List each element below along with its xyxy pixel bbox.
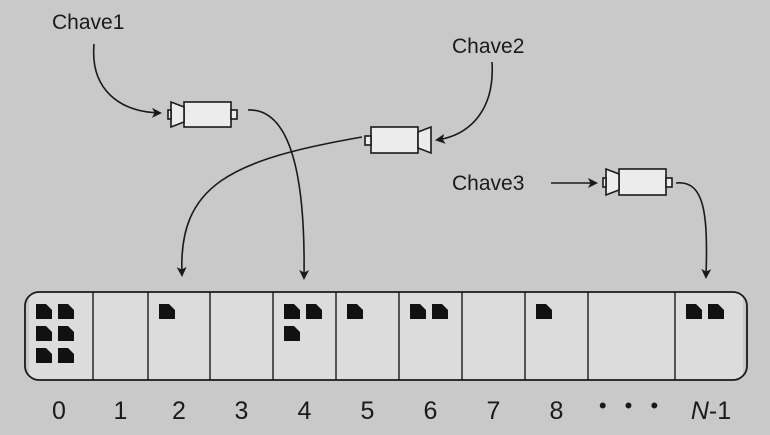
bucket-slot-5 [335,292,399,380]
bucket-array-outline [24,291,748,381]
bucket-index-0: 0 [52,397,66,425]
bucket-index-3: 3 [235,397,249,425]
bucket-slot-8 [524,292,588,380]
document-icon [36,326,52,341]
document-icon [410,304,426,319]
bucket-array [29,292,743,380]
bucket-index-8: 8 [550,397,564,425]
arrow-camera2-to-bucket-2 [176,136,363,277]
document-icon [708,304,724,319]
document-icon [159,304,175,319]
bucket-index-1: 1 [114,397,128,425]
bucket-slot-7 [461,292,525,380]
bucket-index-4: 4 [298,397,312,425]
bucket-index-2: 2 [172,397,186,425]
ellipsis: • • • [599,393,664,418]
bucket-slot-4 [272,292,336,380]
bucket-slot-10 [674,292,743,380]
arrow-chave1-to-camera [92,43,162,118]
bucket-index-labels: 0 1 2 3 4 5 6 7 8 • • • N-1 [52,393,731,425]
bucket-slot-9 [587,292,675,380]
arrow-camera1-to-bucket-4 [247,109,310,280]
document-icon [36,348,52,363]
document-icon [536,304,552,319]
bucket-slot-3 [209,292,273,380]
bucket-slot-1 [92,292,148,380]
key-label-chave1: Chave1 [52,11,124,34]
document-icon [686,304,702,319]
document-icon [36,304,52,319]
key-label-chave2: Chave2 [452,35,524,58]
document-icon [347,304,363,319]
bucket-slot-0 [29,293,93,379]
bucket-slot-6 [398,292,462,380]
bucket-index-7: 7 [487,397,501,425]
document-icon [284,304,300,319]
document-icon [432,304,448,319]
arrow-chave2-to-camera [435,61,493,144]
key-label-chave3: Chave3 [452,172,524,195]
bucket-index-6: 6 [424,397,438,425]
document-icon [58,326,74,341]
document-icon [284,326,300,341]
arrow-camera3-to-bucket-last [675,182,712,279]
video-camera-icon [364,125,432,155]
video-camera-icon [167,100,238,129]
document-icon [306,304,322,319]
document-icon [58,304,74,319]
bucket-slot-2 [147,292,210,380]
bucket-index-last: N-1 [691,397,731,425]
video-camera-icon [602,167,673,197]
bucket-index-5: 5 [361,397,375,425]
document-icon [58,348,74,363]
